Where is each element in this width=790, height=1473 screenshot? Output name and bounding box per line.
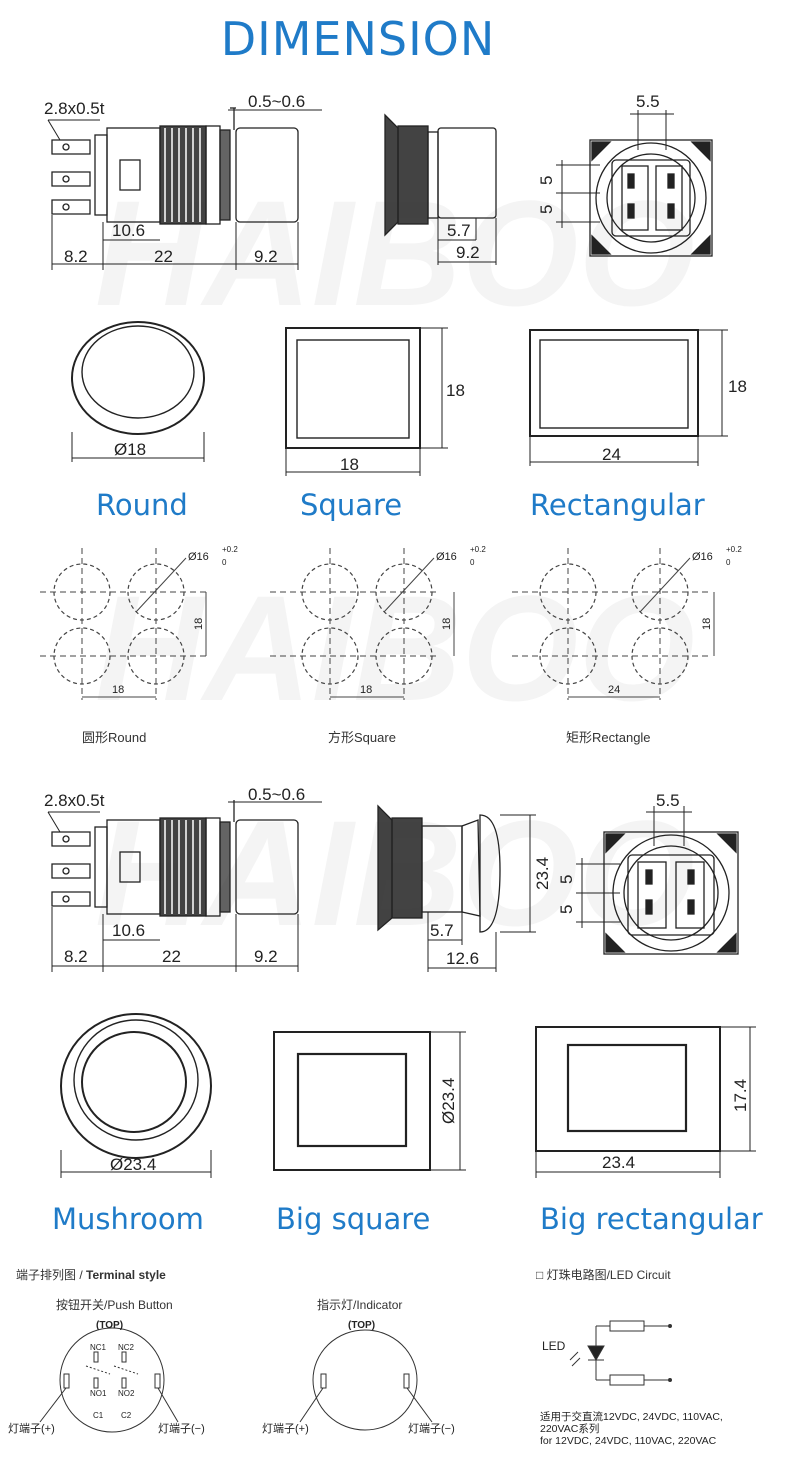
caption-mushroom: Mushroom bbox=[52, 1202, 204, 1236]
hole-tol-low-2: 0 bbox=[470, 558, 475, 567]
vspace-2: 18 bbox=[441, 618, 453, 630]
vspace-3: 18 bbox=[701, 618, 713, 630]
dim-5-5-2: 5.5 bbox=[656, 791, 680, 810]
c1-label: C1 bbox=[93, 1411, 104, 1420]
dim-panel: 0.5~0.6 bbox=[248, 92, 305, 111]
nc2-label: NC2 bbox=[118, 1343, 135, 1352]
back-view-2 bbox=[576, 806, 739, 955]
top-label-2: (TOP) bbox=[348, 1320, 375, 1331]
dim-10-6: 10.6 bbox=[112, 221, 145, 240]
dim-8-2-2: 8.2 bbox=[64, 947, 88, 966]
dim-terminal: 2.8x0.5t bbox=[44, 99, 105, 118]
dim-22-2: 22 bbox=[162, 947, 181, 966]
no2-label: NO2 bbox=[118, 1389, 135, 1398]
cutout-label-round: 圆形Round bbox=[82, 730, 147, 745]
push-button-label: 按钮开关/Push Button bbox=[56, 1298, 173, 1312]
terminal-heading-en: Terminal style bbox=[86, 1268, 166, 1282]
back-view-1 bbox=[556, 110, 713, 257]
bigrect-w: 23.4 bbox=[602, 1153, 635, 1172]
vspace-1: 18 bbox=[193, 618, 205, 630]
led-heading-box: □ bbox=[536, 1268, 544, 1282]
lamp-plus-1: 灯端子(+) bbox=[8, 1422, 55, 1435]
rect-h: 18 bbox=[728, 377, 747, 396]
nc1-label: NC1 bbox=[90, 1343, 107, 1352]
hspace-round: 18 bbox=[112, 684, 124, 696]
lamp-minus-1: 灯端子(−) bbox=[158, 1422, 205, 1435]
mushroom-dim: Ø23.4 bbox=[110, 1155, 156, 1174]
lamp-minus-2: 灯端子(−) bbox=[408, 1422, 455, 1435]
hole-dia-3: Ø16 bbox=[692, 551, 713, 563]
led-heading-text: 灯珠电路图/LED Circuit bbox=[546, 1268, 671, 1282]
dim-10-6-2: 10.6 bbox=[112, 921, 145, 940]
dim-panel-2: 0.5~0.6 bbox=[248, 785, 305, 804]
led-note-cn-2: 220VAC系列 bbox=[540, 1422, 599, 1435]
hspace-rect: 24 bbox=[608, 684, 620, 696]
side-view-4 bbox=[377, 804, 536, 972]
lamp-plus-2: 灯端子(+) bbox=[262, 1422, 309, 1435]
caption-square: Square bbox=[300, 488, 403, 522]
dim-5b-2: 5 bbox=[557, 905, 576, 914]
dim-5b: 5 bbox=[537, 205, 556, 214]
side-view-2 bbox=[384, 113, 497, 265]
dim-terminal-2: 2.8x0.5t bbox=[44, 791, 105, 810]
led-label: LED bbox=[542, 1339, 566, 1353]
dim-5-7: 5.7 bbox=[447, 221, 471, 240]
dim-5-5: 5.5 bbox=[636, 92, 660, 111]
c2-label: C2 bbox=[121, 1411, 132, 1420]
dim-5-7-2: 5.7 bbox=[430, 921, 454, 940]
hole-dia-2: Ø16 bbox=[436, 551, 457, 563]
terminal-heading-cn: 端子排列图 / bbox=[16, 1268, 87, 1282]
bigrect-h: 17.4 bbox=[731, 1079, 750, 1112]
page-title: DIMENSION bbox=[220, 12, 496, 66]
hole-dia-1: Ø16 bbox=[188, 551, 209, 563]
cutout-label-square: 方形Square bbox=[328, 730, 396, 745]
dim-23-4-side: 23.4 bbox=[533, 857, 552, 890]
dim-5a: 5 bbox=[537, 176, 556, 185]
side-view-3 bbox=[51, 800, 299, 917]
hspace-square: 18 bbox=[360, 684, 372, 696]
dim-22: 22 bbox=[154, 247, 173, 266]
dim-8-2: 8.2 bbox=[64, 247, 88, 266]
hole-tol-up-3: +0.2 bbox=[726, 545, 742, 554]
side-view-1 bbox=[51, 107, 299, 225]
caption-big-square: Big square bbox=[276, 1202, 431, 1236]
led-note-cn: 适用于交直流12VDC, 24VDC, 110VAC, bbox=[540, 1410, 723, 1423]
bigsq-dim: Ø23.4 bbox=[439, 1078, 458, 1124]
hole-tol-low-1: 0 bbox=[222, 558, 227, 567]
caption-big-rectangular: Big rectangular bbox=[540, 1202, 763, 1236]
dim-5a-2: 5 bbox=[557, 875, 576, 884]
dim-9-2b: 9.2 bbox=[456, 243, 480, 262]
side-view-1-dims bbox=[47, 109, 322, 270]
indicator-label: 指示灯/Indicator bbox=[317, 1298, 403, 1312]
square-h: 18 bbox=[446, 381, 465, 400]
led-heading: □ 灯珠电路图/LED Circuit bbox=[536, 1266, 671, 1283]
top-label-1: (TOP) bbox=[96, 1320, 123, 1331]
caption-round: Round bbox=[96, 488, 188, 522]
caption-rectangular: Rectangular bbox=[530, 488, 705, 522]
terminal-heading: 端子排列图 / Terminal style bbox=[16, 1266, 166, 1283]
dim-9-2-2: 9.2 bbox=[254, 947, 278, 966]
dim-12-6: 12.6 bbox=[446, 949, 479, 968]
hole-tol-up-2: +0.2 bbox=[470, 545, 486, 554]
led-note-en: for 12VDC, 24VDC, 110VAC, 220VAC bbox=[540, 1435, 717, 1447]
square-w: 18 bbox=[340, 455, 359, 474]
hole-tol-low-3: 0 bbox=[726, 558, 731, 567]
cutout-label-rect: 矩形Rectangle bbox=[566, 730, 651, 745]
no1-label: NO1 bbox=[90, 1389, 107, 1398]
round-dim: Ø18 bbox=[114, 440, 146, 459]
rect-w: 24 bbox=[602, 445, 621, 464]
dim-9-2: 9.2 bbox=[254, 247, 278, 266]
hole-tol-up-1: +0.2 bbox=[222, 545, 238, 554]
